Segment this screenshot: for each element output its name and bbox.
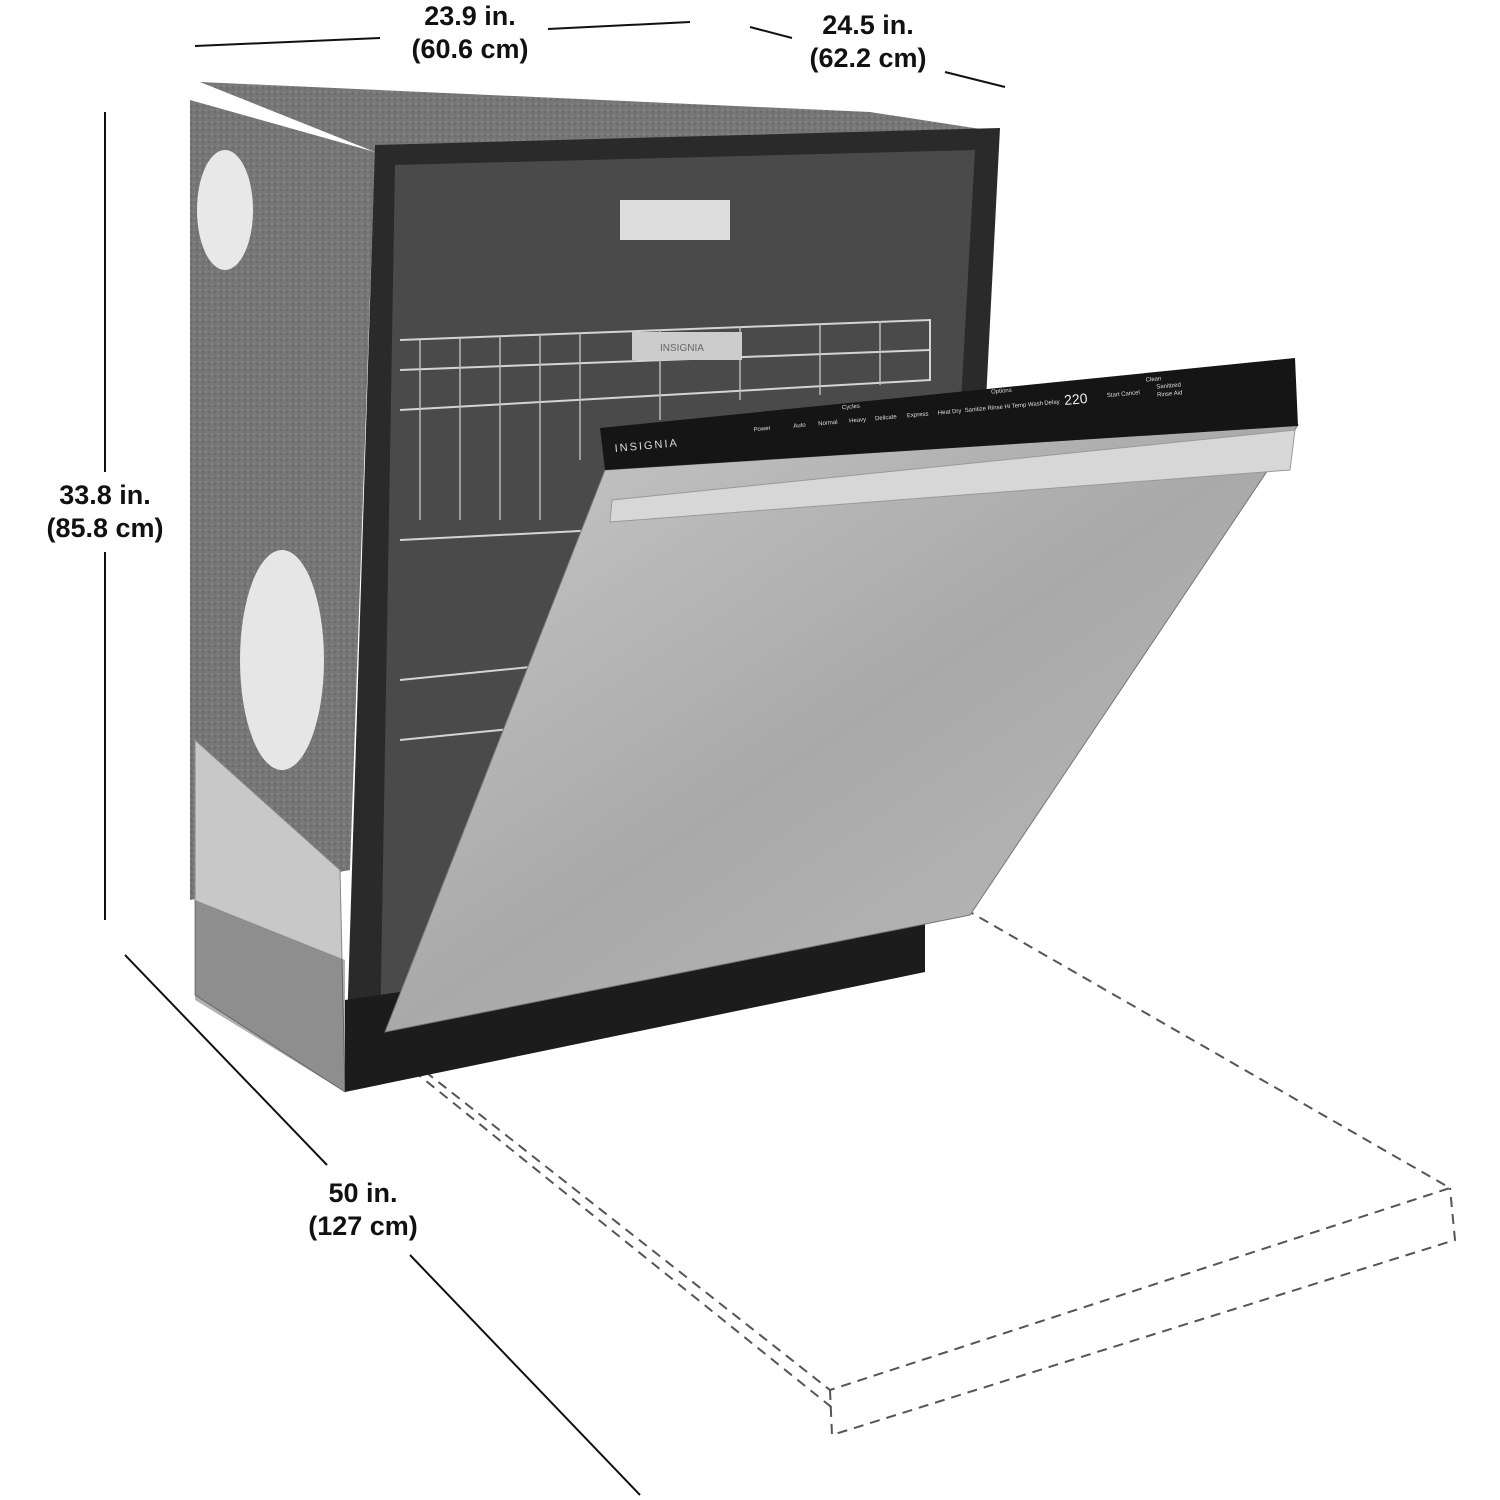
option-sanitize-rinse[interactable]: Sanitize Rinse [964,405,1003,415]
control-panel-labels: INSIGNIA Power Cycles Auto Normal Heavy … [614,376,1183,455]
indicator-rinse-aid: Rinse Aid [1157,390,1183,398]
base [195,900,345,1092]
cycles-label: Cycles [842,404,860,412]
option-delay[interactable]: Delay [1044,400,1060,407]
option-heat-dry[interactable]: Heat Dry [938,408,962,416]
cycle-express[interactable]: Express [907,411,929,419]
svg-text:INSIGNIA: INSIGNIA [660,343,704,354]
door-handle-strip[interactable] [609,429,1296,523]
brand-logo: INSIGNIA [614,437,679,455]
options-label: Options [991,388,1012,396]
indicator-sanitized: Sanitized [1156,382,1181,390]
cabinet-side-insulation [190,100,375,900]
option-hi-temp-wash[interactable]: Hi Temp Wash [1004,401,1043,410]
dimension-lines [104,21,1006,1496]
width-dimension-label: 23.9 in. (60.6 cm) [411,1,529,64]
toe-kick [345,915,925,1092]
cycle-delicate[interactable]: Delicate [875,414,898,422]
indicator-clean: Clean [1145,376,1161,383]
control-panel [600,358,1298,470]
cycle-auto[interactable]: Auto [793,423,806,430]
start-cancel-button[interactable]: Start Cancel [1107,390,1140,399]
depth-dimension-label: 24.5 in. (62.2 cm) [809,10,927,73]
door-footprint-outline [384,911,1457,1437]
cycle-normal[interactable]: Normal [818,420,838,428]
height-dimension-label: 33.8 in. (85.8 cm) [46,480,164,543]
delay-display: 220 [1063,390,1088,408]
door-open-depth-dimension-label: 50 in. (127 cm) [308,1178,418,1241]
cycle-heavy[interactable]: Heavy [849,417,866,425]
power-button[interactable]: Power [753,426,770,434]
